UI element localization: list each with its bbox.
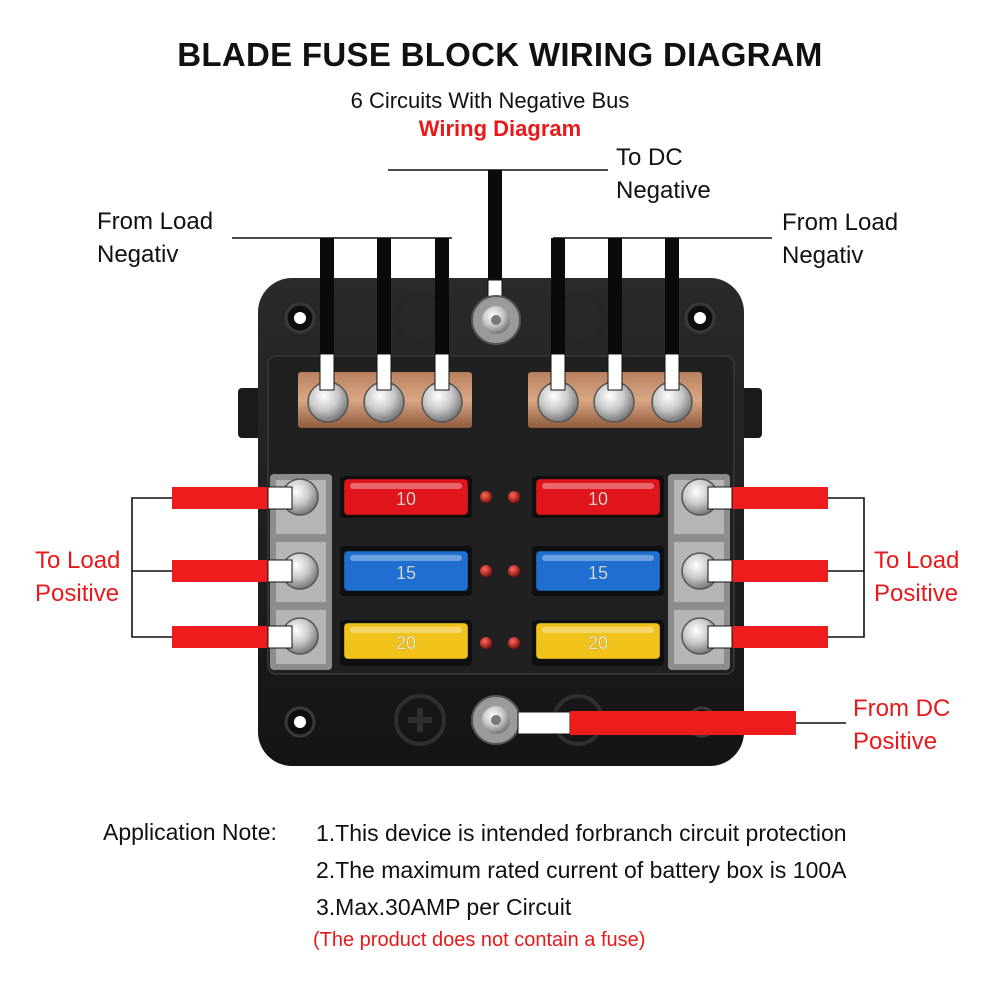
application-note-disclaimer: (The product does not contain a fuse) bbox=[313, 929, 646, 951]
fuse-left-10 bbox=[343, 478, 469, 516]
negative-bus-bars bbox=[298, 366, 702, 436]
positive-stud bbox=[471, 695, 521, 745]
fuse-rating-label: 10 bbox=[588, 489, 608, 509]
fuse-right-20 bbox=[535, 622, 661, 660]
fuses: 10 15 20 10 15 20 bbox=[343, 478, 661, 660]
to-dc-negative-line1: To DC bbox=[616, 144, 683, 171]
fuse-right-10 bbox=[535, 478, 661, 516]
to-load-positive-left-line2: Positive bbox=[35, 580, 120, 607]
diagram-title: BLADE FUSE BLOCK WIRING DIAGRAM bbox=[177, 36, 823, 73]
fuse-rating-label: 20 bbox=[588, 633, 608, 653]
to-load-positive-left-line1: To Load bbox=[35, 547, 121, 574]
fuse-rating-label: 10 bbox=[396, 489, 416, 509]
from-dc-positive-label: From DC Positive bbox=[853, 692, 950, 758]
application-note-item-3: 3.Max.30AMP per Circuit bbox=[316, 894, 572, 920]
to-load-positive-right-label: To Load Positive bbox=[874, 544, 959, 610]
negative-stud bbox=[471, 295, 521, 345]
from-dc-positive-line1: From DC bbox=[853, 695, 951, 722]
to-dc-negative-label: To DC Negative bbox=[616, 141, 711, 207]
bus-bar-screws bbox=[307, 381, 693, 423]
diagram-subtitle: 6 Circuits With Negative Bus bbox=[350, 88, 630, 113]
fuse-rating-label: 20 bbox=[396, 633, 416, 653]
application-note-list: 1.This device is intended forbranch circ… bbox=[316, 815, 847, 926]
from-load-negative-left-line2: Negativ bbox=[97, 241, 179, 268]
to-load-positive-right-line2: Positive bbox=[874, 580, 959, 607]
indicator-leds bbox=[480, 491, 520, 649]
load-positive-brackets bbox=[131, 497, 865, 638]
from-load-negative-left-line1: From Load bbox=[97, 208, 214, 235]
positive-wires-left bbox=[172, 486, 293, 649]
application-note-item-1: 1.This device is intended forbranch circ… bbox=[316, 820, 847, 846]
fuse-rating-label: 15 bbox=[588, 563, 608, 583]
fuse-right-15 bbox=[535, 550, 661, 592]
fuse-left-15 bbox=[343, 550, 469, 592]
negative-wires bbox=[319, 170, 680, 391]
positive-wires-right bbox=[707, 486, 828, 649]
fuse-left-20 bbox=[343, 622, 469, 660]
application-note-heading: Application Note: bbox=[103, 819, 277, 845]
dc-positive-wire bbox=[517, 711, 846, 735]
from-load-negative-left-label: From Load Negativ bbox=[97, 205, 213, 271]
fuse-rating-label: 15 bbox=[396, 563, 416, 583]
from-load-negative-right-line2: Negativ bbox=[782, 242, 864, 269]
to-load-positive-left-label: To Load Positive bbox=[35, 544, 120, 610]
to-dc-negative-line2: Negative bbox=[616, 177, 711, 204]
to-load-positive-right-line1: To Load bbox=[874, 547, 960, 574]
from-load-negative-right-line1: From Load bbox=[782, 209, 899, 236]
from-load-negative-right-label: From Load Negativ bbox=[782, 206, 898, 272]
diagram-subtitle-red: Wiring Diagram bbox=[418, 116, 582, 141]
application-note-item-2: 2.The maximum rated current of battery b… bbox=[316, 857, 847, 883]
positive-terminal-columns bbox=[270, 474, 730, 670]
from-dc-positive-line2: Positive bbox=[853, 728, 938, 755]
